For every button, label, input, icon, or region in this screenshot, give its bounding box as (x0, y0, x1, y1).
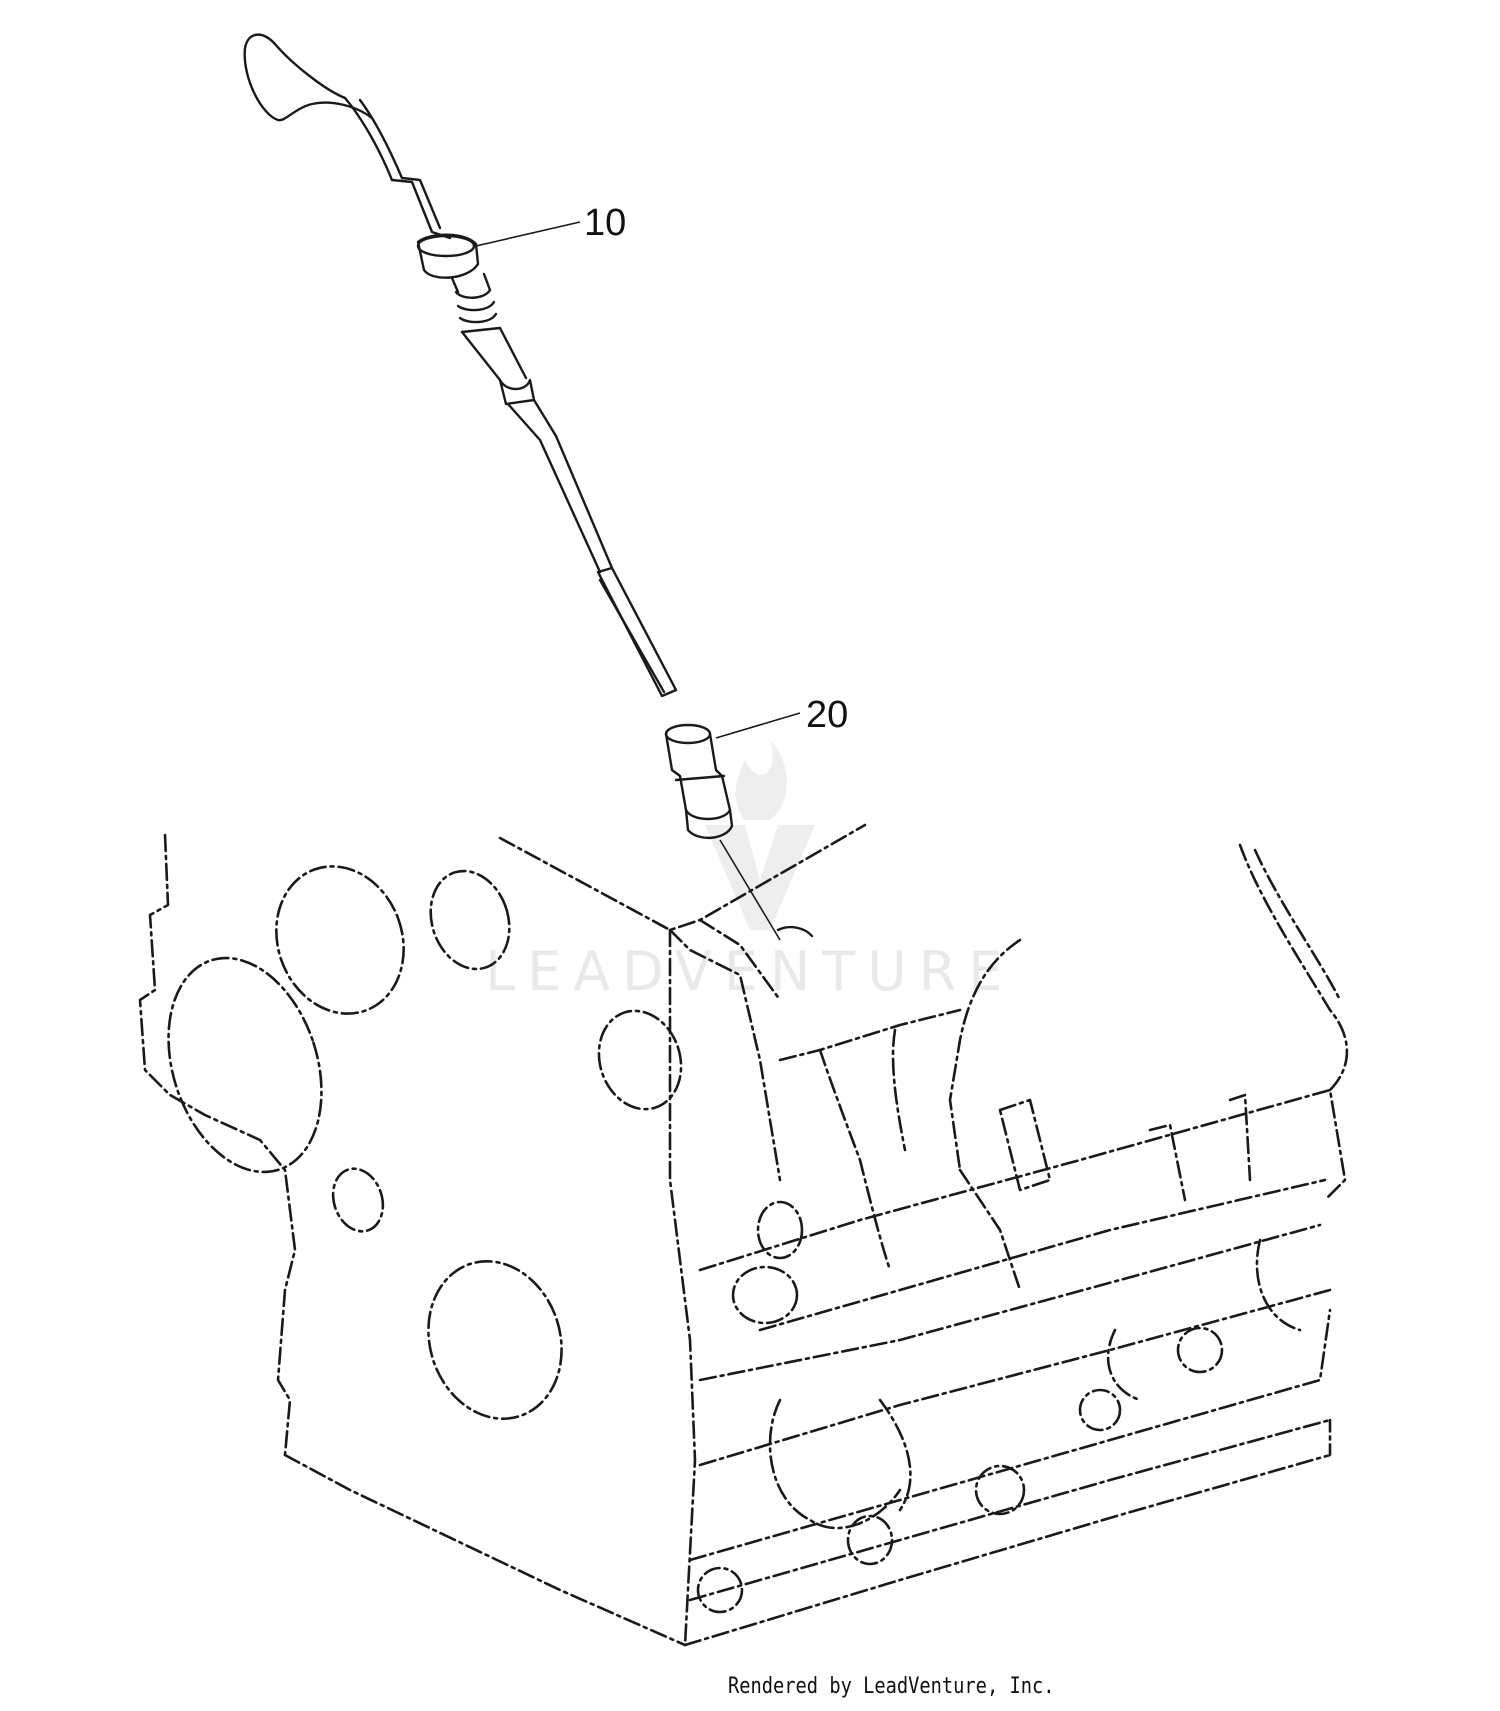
callout-leader-20 (715, 712, 801, 739)
callout-label-10[interactable]: 10 (584, 202, 627, 244)
watermark-logo-icon (705, 740, 815, 930)
engine-block (138, 823, 1349, 1647)
dipstick-part[interactable] (243, 33, 678, 698)
block-bore-right (597, 1009, 683, 1111)
callout-leader-10 (475, 221, 581, 247)
block-bore-mid (429, 869, 511, 971)
block-bore-small (331, 1167, 385, 1233)
block-bore-upper (275, 865, 405, 1015)
block-bore-large (167, 956, 323, 1174)
block-bore-lower (427, 1260, 563, 1420)
render-credit: Rendered by LeadVenture, Inc. (728, 1674, 1055, 1699)
callout-label-20[interactable]: 20 (806, 694, 849, 736)
